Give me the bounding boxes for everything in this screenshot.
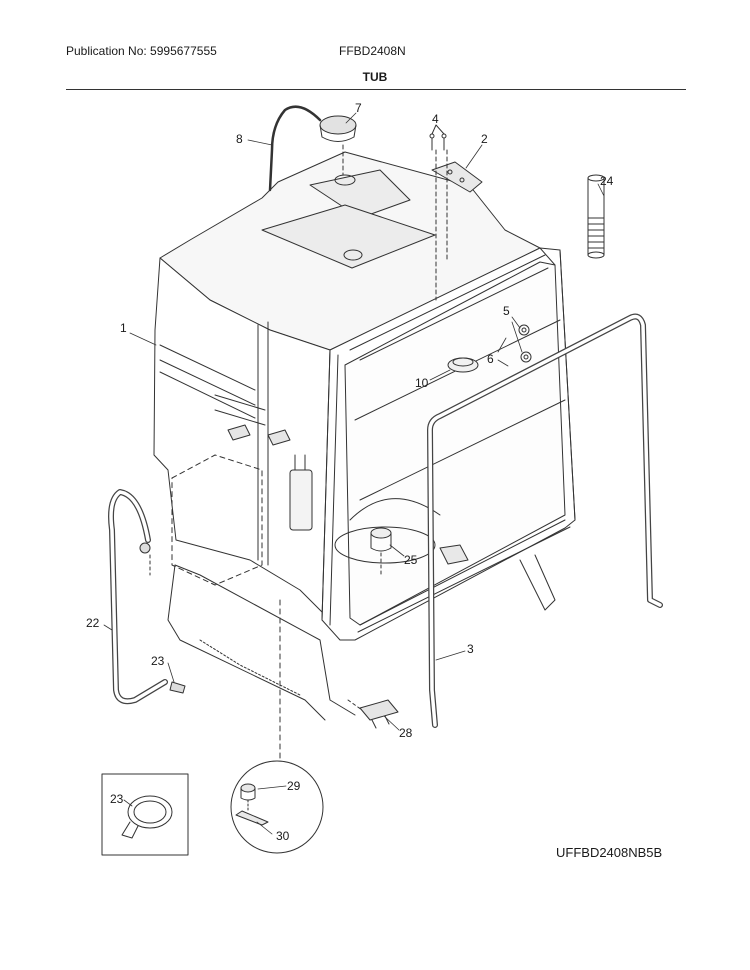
callout-5: 5 — [503, 304, 510, 318]
part-10-ring — [447, 357, 479, 373]
callout-23-detail: 23 — [110, 792, 124, 806]
callout-8: 8 — [236, 132, 243, 146]
callout-10: 10 — [415, 376, 429, 390]
part-25-wash-arm — [370, 527, 392, 576]
detail-clamp-23 — [121, 795, 173, 839]
callout-28: 28 — [399, 726, 413, 740]
callout-24: 24 — [600, 174, 614, 188]
part-22-drain-hose — [108, 489, 168, 705]
callout-30: 30 — [276, 829, 290, 843]
header-rule — [66, 89, 686, 90]
callout-23: 23 — [151, 654, 165, 668]
part-8-tube — [268, 105, 322, 192]
callout-1: 1 — [120, 321, 127, 335]
callout-3: 3 — [467, 642, 474, 656]
callout-29: 29 — [287, 779, 301, 793]
tub-body — [153, 151, 576, 721]
part-24-hose — [587, 174, 605, 259]
detail-box-23 — [101, 773, 189, 856]
part-7-vent — [319, 115, 357, 142]
callout-4: 4 — [432, 112, 439, 126]
publication-number: Publication No: 5995677555 — [66, 44, 217, 58]
part-28-switch — [359, 699, 399, 729]
callout-25: 25 — [404, 553, 418, 567]
callout-7: 7 — [355, 101, 362, 115]
detail-parts-29-30 — [235, 783, 269, 826]
callout-6: 6 — [487, 352, 494, 366]
part-4-screws — [429, 124, 447, 151]
drawing-code: UFFBD2408NB5B — [556, 845, 663, 860]
model-number: FFBD2408N — [339, 44, 406, 58]
leader-lines — [103, 112, 605, 835]
callout-2: 2 — [481, 132, 488, 146]
detail-circle — [230, 760, 324, 854]
section-title: TUB — [362, 70, 388, 84]
callout-22: 22 — [86, 616, 100, 630]
